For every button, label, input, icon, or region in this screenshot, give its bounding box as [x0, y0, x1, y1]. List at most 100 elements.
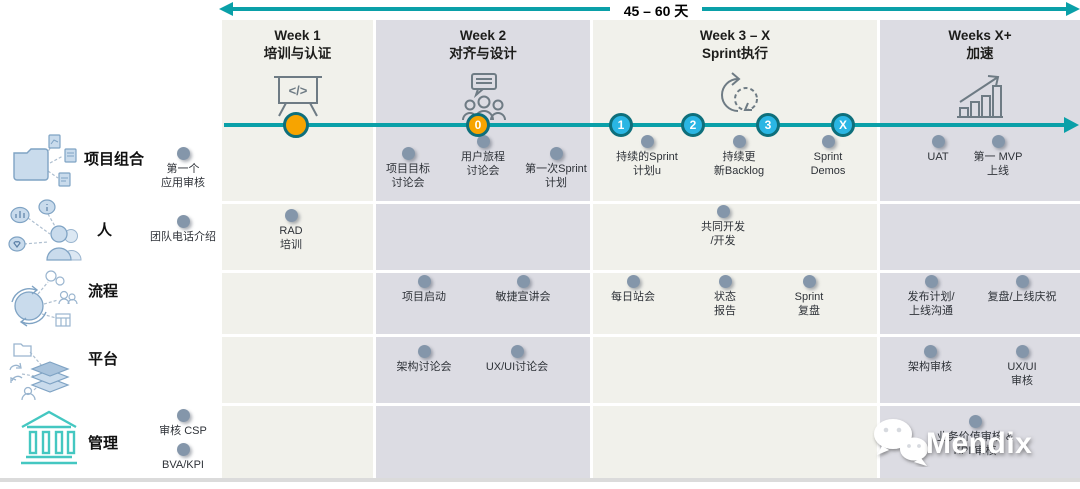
column-week3: Week 3 – X Sprint执行 — [593, 20, 877, 478]
duration-label: 45 – 60 天 — [623, 3, 689, 19]
process-icon — [4, 268, 82, 335]
milestone-label: 用户旅程讨论会 — [461, 151, 505, 178]
milestone-dot — [176, 443, 190, 456]
svg-text:</>: </> — [288, 83, 307, 98]
timeline-line — [224, 123, 1066, 127]
duration-arrow-line-left — [232, 7, 610, 11]
milestone: 架构讨论会 — [364, 345, 484, 374]
milestone-label: 架构讨论会 — [396, 361, 452, 373]
row-label-platform: 平台 — [88, 351, 119, 368]
phase-label: 对齐与设计 — [449, 46, 517, 62]
milestone: 业务价值审核 &KPI 审核 — [915, 415, 1035, 459]
timeline-marker-2: 2 — [681, 113, 705, 137]
milestone-dot — [821, 135, 835, 148]
column-week1: Week 1 培训与认证 </> — [222, 20, 373, 478]
row-separator — [222, 403, 1080, 406]
milestone-label: 业务价值审核 &KPI 审核 — [936, 431, 1014, 458]
milestone-label: 审核 CSP — [159, 425, 207, 437]
milestone: 第一个应用审核 — [123, 147, 243, 191]
row-separator — [222, 334, 1080, 337]
duration-arrow-line-right — [702, 7, 1068, 11]
milestone-dot — [476, 135, 490, 148]
row-label-governance: 管理 — [88, 435, 119, 452]
people-icon — [4, 198, 86, 269]
timeline-arrow-head — [1064, 117, 1079, 133]
milestone-dot — [802, 275, 816, 288]
milestone-label: 项目目标讨论会 — [386, 163, 430, 190]
milestone-dot — [417, 275, 431, 288]
governance-icon — [18, 408, 80, 471]
column-weeksx-header: Weeks X+ 加速 — [880, 20, 1080, 63]
milestone-label: 第一个应用审核 — [161, 163, 205, 190]
presentation-icon: </> — [222, 72, 373, 118]
row-separator — [222, 201, 1080, 204]
milestone-dot — [401, 147, 415, 160]
timeline-marker-week1 — [283, 112, 309, 138]
phase-label: 加速 — [966, 46, 994, 62]
milestone-dot — [176, 409, 190, 422]
row-label-people: 人 — [97, 222, 113, 239]
milestone-label: 敏捷宣讲会 — [495, 291, 551, 303]
milestone-dot — [176, 215, 190, 228]
milestone-label: 每日站会 — [611, 291, 655, 303]
timeline-marker-0: 0 — [466, 113, 490, 137]
phase-label: 培训与认证 — [263, 46, 332, 62]
week-label: Weeks X+ — [948, 28, 1012, 43]
milestone: 敏捷宣讲会 — [463, 275, 583, 304]
column-week2: Week 2 对齐与设计 — [376, 20, 590, 478]
milestone-label: BVA/KPI — [162, 459, 204, 471]
milestone-dot — [176, 147, 190, 160]
milestone-dot — [417, 345, 431, 358]
duration-arrow-left-head — [219, 2, 233, 16]
milestone-dot — [718, 275, 732, 288]
watermark: Mendix — [872, 412, 1077, 476]
timeline-marker-X: X — [831, 113, 855, 137]
column-week1-header: Week 1 培训与认证 — [222, 20, 373, 63]
milestone-dot — [924, 275, 938, 288]
milestone: 架构审核 — [870, 345, 990, 374]
milestone-dot — [549, 147, 563, 160]
milestone: 发布计划/上线沟通 — [871, 275, 991, 319]
milestone-dot — [732, 135, 746, 148]
milestone: UAT — [878, 135, 998, 164]
milestone-label: 状态报告 — [714, 291, 736, 318]
milestone-dot — [640, 135, 654, 148]
milestone: 用户旅程讨论会 — [423, 135, 543, 179]
duration-arrow-right-head — [1066, 2, 1080, 16]
milestone: UX/UI讨论会 — [457, 345, 577, 374]
wechat-icon — [872, 417, 930, 472]
week-label: Week 2 — [459, 28, 507, 43]
milestone: 项目启动 — [364, 275, 484, 304]
milestone-label: 架构审核 — [908, 361, 952, 373]
milestone-dot — [510, 345, 524, 358]
portfolio-icon — [8, 133, 80, 196]
milestone: 审核 CSP — [123, 409, 243, 438]
milestone: 共同开发/开发 — [663, 205, 783, 249]
milestone-label: 持续更新Backlog — [713, 151, 765, 178]
column-weeksx: Weeks X+ 加速 — [880, 20, 1080, 478]
milestone-dot — [923, 345, 937, 358]
bottom-edge — [0, 478, 1080, 482]
milestone: 持续更新Backlog — [679, 135, 799, 179]
milestone: 复盘/上线庆祝 — [962, 275, 1080, 304]
growth-chart-icon — [880, 72, 1080, 120]
milestone: 每日站会 — [573, 275, 693, 304]
milestone-label: 复盘/上线庆祝 — [987, 291, 1057, 303]
week-label: Week 3 – X — [699, 28, 771, 43]
milestone-dot — [626, 275, 640, 288]
milestone-dot — [968, 415, 982, 428]
milestone-label: 共同开发/开发 — [701, 221, 745, 248]
milestone: 团队电话介绍 — [123, 215, 243, 244]
milestone-label: 项目启动 — [402, 291, 446, 303]
milestone-dot — [991, 135, 1005, 148]
